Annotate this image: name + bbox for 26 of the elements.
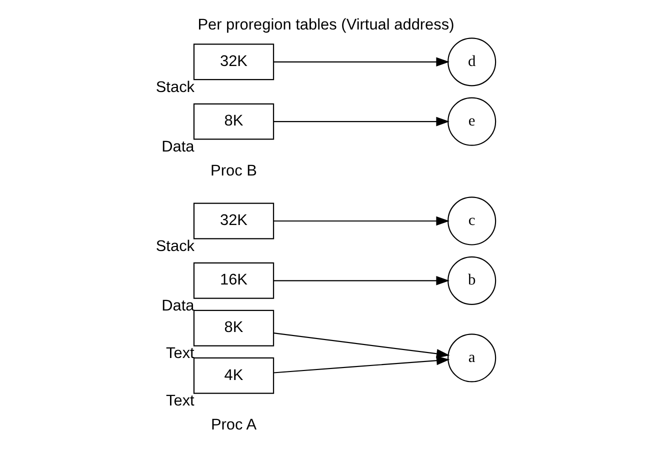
arrow (273, 332, 450, 358)
node-circle: c (447, 196, 496, 246)
node-label: Data (161, 138, 194, 156)
node-box: 4K (192, 357, 274, 394)
node-box: 8K (192, 310, 274, 346)
node-box: 16K (192, 262, 274, 299)
node-circle: d (447, 38, 496, 86)
node-label: Text (166, 392, 194, 410)
node-box: 8K (192, 103, 274, 140)
arrow (273, 356, 450, 374)
node-circle: b (447, 256, 496, 305)
arrow (273, 57, 449, 67)
arrow (273, 116, 449, 126)
node-box: 32K (192, 44, 274, 80)
node-circle: a (447, 334, 496, 382)
arrow (273, 276, 449, 286)
diagram-title: Per proregion tables (Virtual address) (197, 16, 454, 34)
node-label: Stack (155, 238, 194, 256)
arrow (273, 216, 449, 226)
node-label: Data (161, 298, 194, 315)
label: Proc A (210, 416, 256, 434)
node-box: 32K (192, 202, 274, 240)
node-label: Text (166, 345, 194, 362)
label: Proc B (210, 162, 256, 180)
node-label: Stack (155, 78, 194, 96)
node-circle: e (447, 97, 496, 146)
